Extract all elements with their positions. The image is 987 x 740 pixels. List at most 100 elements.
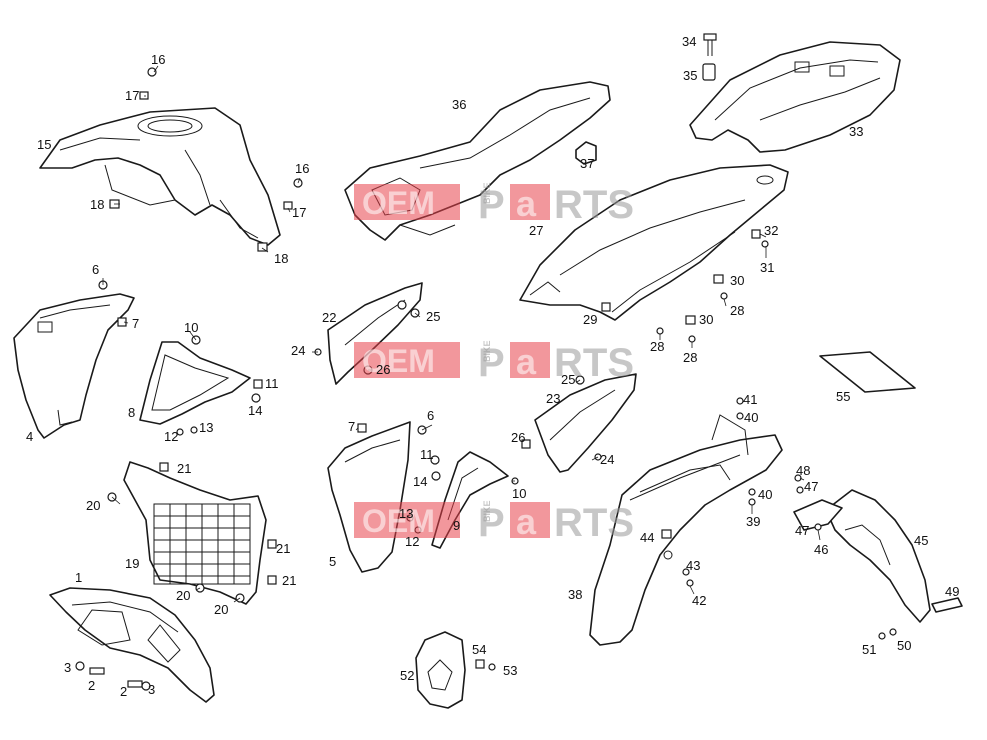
label-part-54: 54 (472, 642, 486, 657)
label-part-40: 40 (744, 410, 758, 425)
label-part-9: 9 (453, 518, 460, 533)
label-part-36: 36 (452, 97, 466, 112)
label-part-55: 55 (836, 389, 850, 404)
label-part-12: 12 (405, 534, 419, 549)
label-part-7: 7 (132, 316, 139, 331)
label-part-44: 44 (640, 530, 654, 545)
label-part-39: 39 (746, 514, 760, 529)
label-part-6: 6 (427, 408, 434, 423)
label-part-4: 4 (26, 429, 33, 444)
svg-text:RTS: RTS (554, 501, 634, 545)
part-15-tank-cover (39, 107, 281, 246)
label-part-14: 14 (413, 474, 427, 489)
label-part-47: 47 (795, 523, 809, 538)
svg-text:RTS: RTS (554, 183, 634, 227)
label-part-1: 1 (75, 570, 82, 585)
svg-text:RTS: RTS (554, 341, 634, 385)
label-part-18: 18 (90, 197, 104, 212)
svg-text:a: a (516, 341, 537, 382)
label-part-40: 40 (758, 487, 772, 502)
part-1-front-mudguard (49, 587, 215, 703)
watermark-2: OEM BIKE P a RTS (354, 340, 634, 385)
svg-text:P: P (478, 501, 505, 545)
part-5-side-cover (327, 421, 411, 573)
label-part-30: 30 (730, 273, 744, 288)
label-part-11: 11 (265, 376, 279, 391)
label-part-6: 6 (92, 262, 99, 277)
label-part-28: 28 (683, 350, 697, 365)
label-part-21: 21 (282, 573, 296, 588)
part-46-plate-bracket (793, 499, 843, 531)
label-part-25: 25 (561, 372, 575, 387)
part-4-side-fairing (13, 293, 135, 439)
svg-text:OEM: OEM (362, 185, 435, 221)
label-part-28: 28 (650, 339, 664, 354)
label-part-13: 13 (199, 420, 213, 435)
label-part-23: 23 (546, 391, 560, 406)
svg-text:BIKE: BIKE (482, 182, 492, 204)
part-45-plate-holder (825, 489, 931, 623)
label-part-3: 3 (148, 682, 155, 697)
label-part-35: 35 (683, 68, 697, 83)
label-part-38: 38 (568, 587, 582, 602)
leader-lines (102, 65, 821, 603)
svg-text:P: P (478, 183, 505, 227)
label-part-24: 24 (600, 452, 614, 467)
part-52-sprocket-cover (415, 631, 466, 709)
label-part-32: 32 (764, 223, 778, 238)
part-35-spacer (702, 63, 716, 81)
label-part-26: 26 (376, 362, 390, 377)
label-part-51: 51 (862, 642, 876, 657)
label-part-41: 41 (743, 392, 757, 407)
svg-text:BIKE: BIKE (482, 340, 492, 362)
label-part-21: 21 (276, 541, 290, 556)
svg-text:a: a (516, 501, 537, 542)
label-part-24: 24 (291, 343, 305, 358)
watermark-1: OEM BIKE P a RTS (354, 182, 634, 227)
label-part-53: 53 (503, 663, 517, 678)
label-part-17: 17 (292, 205, 306, 220)
label-part-37: 37 (580, 156, 594, 171)
label-part-52: 52 (400, 668, 414, 683)
label-part-31: 31 (760, 260, 774, 275)
label-part-22: 22 (322, 310, 336, 325)
label-part-10: 10 (512, 486, 526, 501)
svg-text:P: P (478, 341, 505, 385)
label-part-14: 14 (248, 403, 262, 418)
part-33-grab-rail (689, 41, 901, 153)
label-part-17: 17 (125, 88, 139, 103)
label-part-2: 2 (120, 684, 127, 699)
part-49-bracket (931, 597, 963, 613)
label-part-25: 25 (426, 309, 440, 324)
label-part-33: 33 (849, 124, 863, 139)
label-part-48: 48 (796, 463, 810, 478)
label-part-27: 27 (529, 223, 543, 238)
label-part-10: 10 (184, 320, 198, 335)
label-part-30: 30 (699, 312, 713, 327)
label-part-20: 20 (214, 602, 228, 617)
label-part-8: 8 (128, 405, 135, 420)
label-part-20: 20 (86, 498, 100, 513)
part-22-side-panel (327, 282, 423, 385)
label-part-7: 7 (348, 419, 355, 434)
part-labels: 16 17 15 16 18 17 18 6 7 10 11 14 8 13 1… (26, 34, 959, 699)
label-part-19: 19 (125, 556, 139, 571)
label-part-46: 46 (814, 542, 828, 557)
watermark-3: OEM BIKE P a RTS (354, 500, 634, 545)
label-part-5: 5 (329, 554, 336, 569)
label-part-16: 16 (295, 161, 309, 176)
part-38-rear-mudguard (589, 414, 783, 646)
label-part-16: 16 (151, 52, 165, 67)
label-part-43: 43 (686, 558, 700, 573)
label-part-3: 3 (64, 660, 71, 675)
label-part-20: 20 (176, 588, 190, 603)
part-8-inner-panel (139, 341, 251, 425)
label-part-49: 49 (945, 584, 959, 599)
part-55-sticker (819, 351, 916, 393)
svg-text:OEM: OEM (362, 503, 435, 539)
svg-text:a: a (516, 183, 537, 224)
label-part-2: 2 (88, 678, 95, 693)
svg-text:BIKE: BIKE (482, 500, 492, 522)
part-19-radiator-grille (123, 461, 267, 605)
label-part-45: 45 (914, 533, 928, 548)
